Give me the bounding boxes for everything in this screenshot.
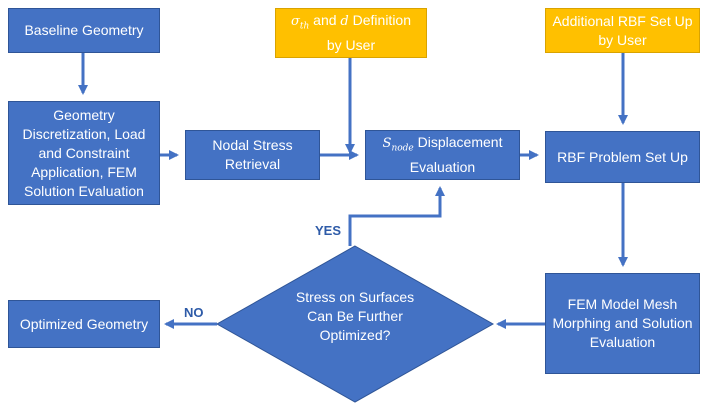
displacement-text: Displacement: [417, 133, 503, 150]
definition-text: Definition: [352, 11, 412, 28]
yes-label: YES: [315, 223, 342, 238]
decision-line-2: Can Be Further: [307, 308, 403, 324]
nodal-stress-label: Nodal Stress Retrieval: [212, 137, 293, 172]
decision-text: Stress on Surfaces Can Be Further Optimi…: [255, 288, 455, 345]
s-symbol: S: [382, 135, 392, 151]
discretization-box: Geometry Discretization, Load and Constr…: [8, 101, 160, 205]
additional-rbf-line-1: Additional RBF Set Up: [552, 12, 693, 29]
rbf-problem-box: RBF Problem Set Up: [545, 131, 700, 183]
s-subscript: node: [391, 143, 414, 154]
fem-morph-box: FEM Model Mesh Morphing and Solution Eva…: [545, 273, 700, 374]
sigma-subscript: th: [299, 21, 310, 32]
sigma-definition-line-2: by User: [326, 37, 376, 54]
optimized-geometry-label: Optimized Geometry: [19, 315, 149, 332]
baseline-geometry-label: Baseline Geometry: [24, 22, 144, 38]
additional-rbf-box: Additional RBF Set Up by User: [545, 8, 700, 53]
additional-rbf-line-2: by User: [598, 31, 647, 48]
displacement-box: Snode Displacement Evaluation: [365, 130, 520, 180]
fem-morph-line-2: Morphing and Solution: [552, 315, 693, 331]
optimized-geometry-box: Optimized Geometry: [8, 300, 160, 348]
discretization-line-1: Geometry: [53, 106, 115, 123]
fem-morph-line-1: FEM Model Mesh: [567, 296, 678, 312]
no-label: NO: [184, 305, 204, 320]
decision-diamond: [215, 245, 495, 403]
baseline-geometry-box: Baseline Geometry: [8, 8, 160, 53]
sigma-definition-line-1: σth and d Definition: [291, 11, 411, 37]
discretization-line-3: and Constraint: [38, 144, 130, 161]
displacement-line-2: Evaluation: [409, 159, 476, 176]
sigma-symbol: σ: [290, 13, 300, 29]
rbf-problem-label: RBF Problem Set Up: [557, 148, 688, 165]
decision-line-1: Stress on Surfaces: [295, 289, 415, 305]
discretization-line-2: Discretization, Load: [22, 125, 146, 142]
nodal-stress-box: Nodal Stress Retrieval: [185, 130, 320, 180]
fem-morph-line-3: Evaluation: [589, 334, 656, 350]
decision-line-3: Optimized?: [319, 327, 391, 343]
arrow-decision-yes-to-displacement: [348, 186, 445, 246]
sigma-and-text: and: [313, 11, 337, 28]
d-symbol: d: [340, 13, 349, 29]
discretization-line-5: Solution Evaluation: [24, 182, 144, 199]
sigma-definition-box: σth and d Definition by User: [275, 8, 427, 58]
discretization-line-4: Application, FEM: [31, 163, 137, 180]
displacement-line-1: Snode Displacement: [383, 133, 503, 159]
